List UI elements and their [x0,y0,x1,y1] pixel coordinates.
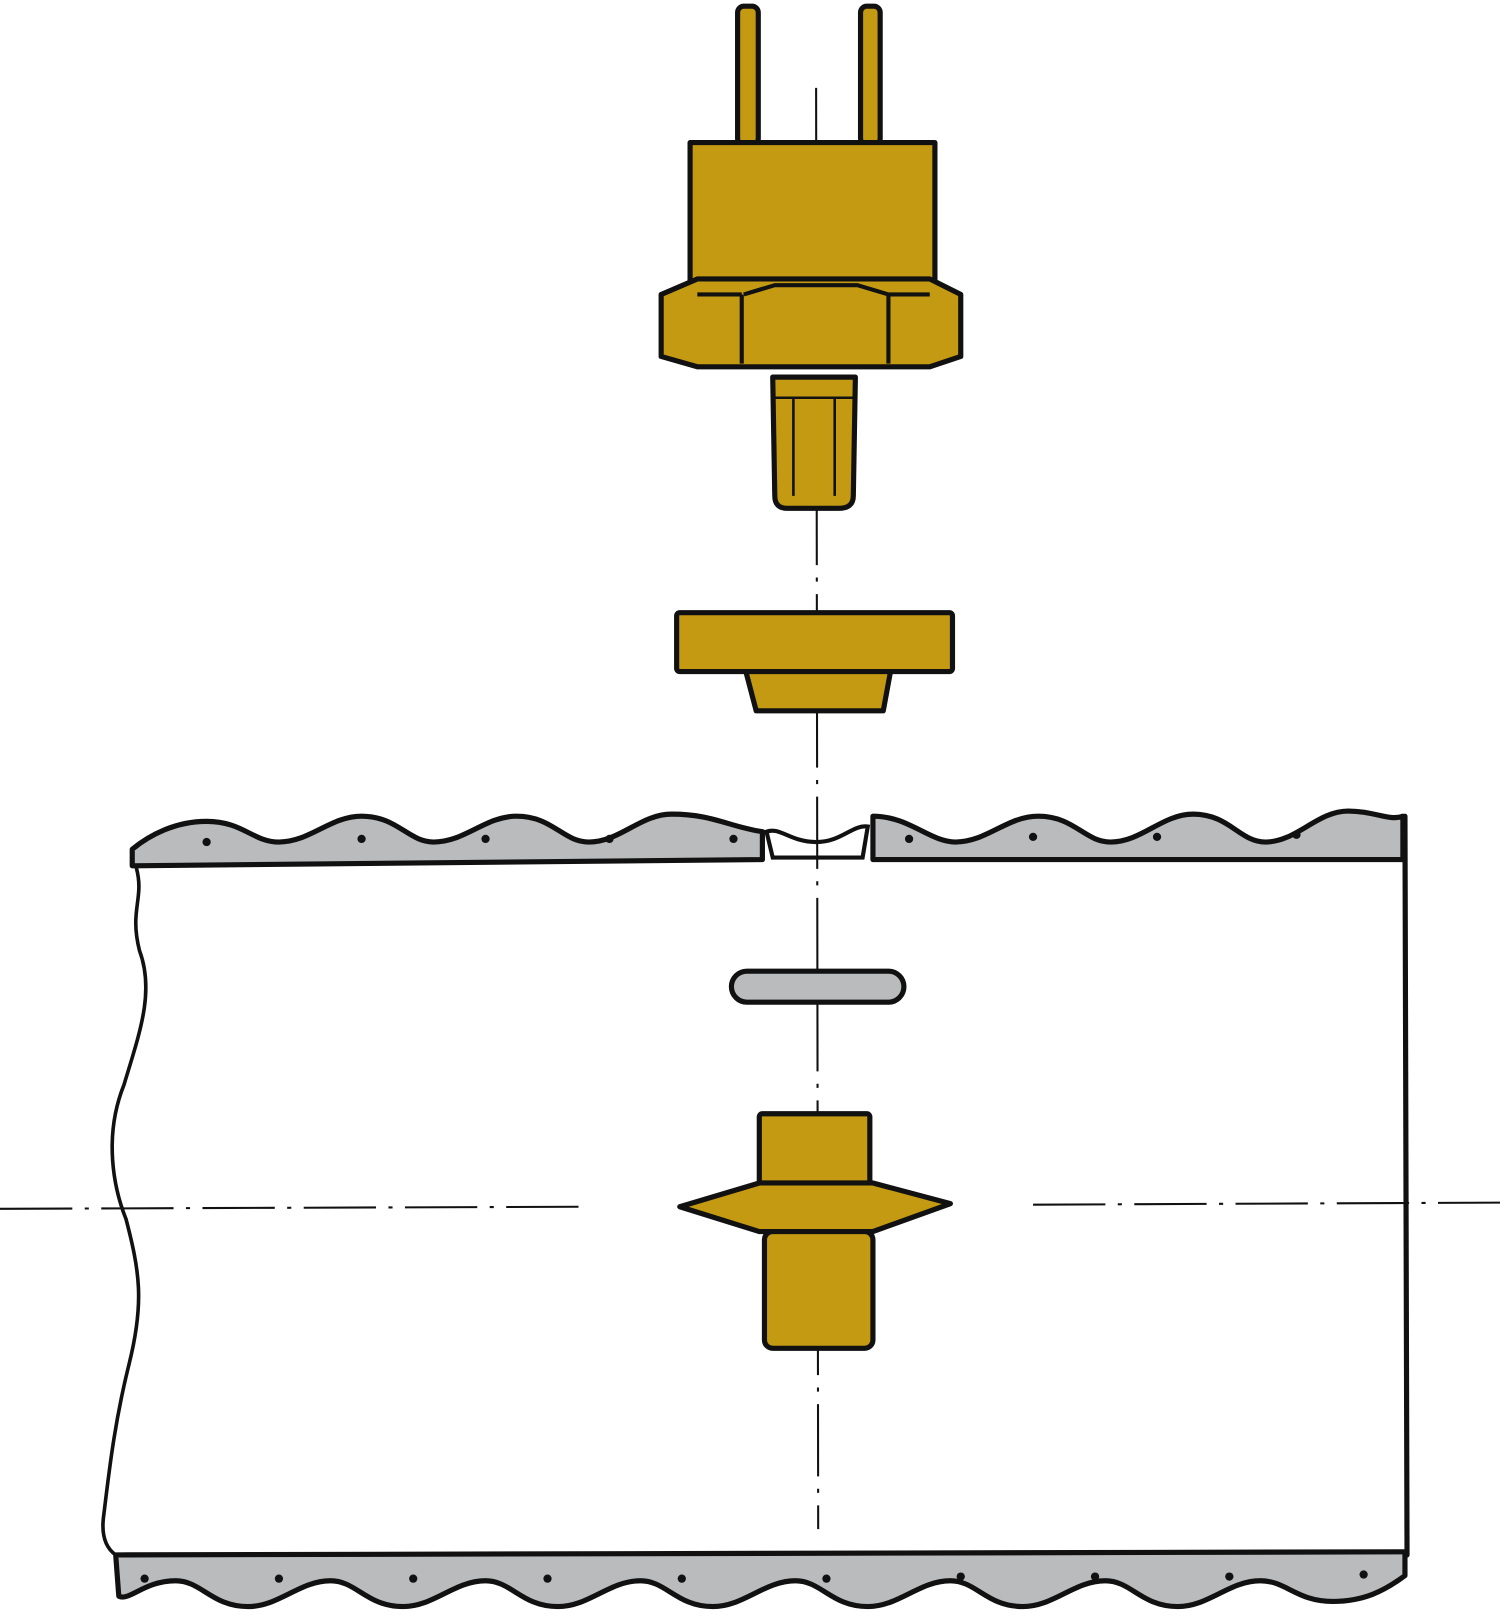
weld-fitting-icon [677,1111,953,1351]
pipe-right-edge [1402,813,1410,1558]
pipe-top-wall [129,808,1406,869]
pressure-sensor-icon [658,3,964,511]
pipe-top-wall-hole [764,824,871,860]
pipe-section-icon [101,808,1410,1610]
seal-ring-icon [728,968,907,1005]
fitting-flange [677,1180,953,1235]
sensor-body [687,139,938,284]
adapter-flange [674,610,956,675]
horizontal-centerline-right [1033,1201,1500,1206]
pipe-left-break-edge [101,867,148,1557]
sensor-pin-right [857,3,883,148]
pipe-bottom-wall [113,1549,1408,1610]
sensor-hex-nut [658,276,964,370]
wall-dots [140,830,1368,1583]
adapter-collar [743,668,894,714]
stem-facets [772,396,856,496]
fitting-upper [756,1111,873,1194]
adapter-washer-icon [674,610,956,714]
hex-nut-facets [697,283,930,364]
fitting-lower [761,1228,876,1351]
horizontal-centerline [0,1205,584,1210]
sensor-pin-left [735,3,761,148]
